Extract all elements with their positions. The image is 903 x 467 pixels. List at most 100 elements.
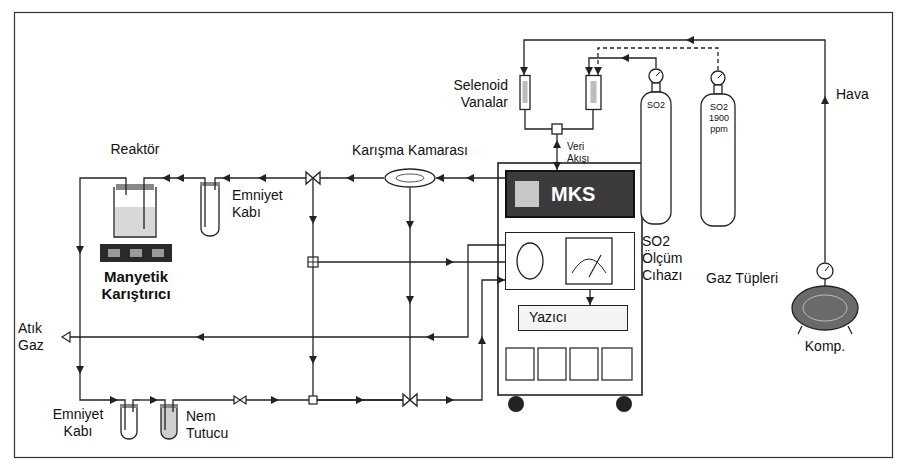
safety-trap: Emniyet Kabı (118, 392, 140, 440)
magnetic-stirrer-drawing (100, 244, 172, 262)
moisture-trap: Nem Tutucu (158, 392, 180, 440)
panel-text: SO2 (640, 100, 672, 111)
flow-arrow (346, 174, 354, 182)
part-label: Komp. (790, 338, 860, 355)
panel-text: Yazıcı (529, 306, 619, 329)
part-label: Atık Gaz (18, 320, 60, 354)
flow-arrow (821, 96, 829, 104)
pipe-connector (556, 140, 557, 170)
apparatus-part (803, 295, 847, 321)
valve-symbol (234, 396, 246, 404)
apparatus-part (158, 400, 165, 430)
apparatus-part (108, 178, 126, 195)
label-holder: Gaz Tüpleri (706, 270, 796, 287)
pipe-connector (180, 280, 505, 400)
panel-text: MKS (551, 172, 627, 216)
reactor: Reaktör (108, 165, 162, 240)
valve-symbol (306, 172, 320, 184)
part-label: Reaktör (98, 141, 172, 158)
apparatus-part (711, 71, 725, 85)
flow-arrow (478, 336, 486, 344)
bypass-pipe (312, 178, 313, 400)
sample-pipe (313, 261, 505, 262)
apparatus-part (817, 263, 833, 279)
apparatus-part (515, 181, 539, 207)
pipe-connector (589, 290, 590, 305)
apparatus-part (144, 178, 162, 229)
gas-cylinder-drawing (640, 68, 672, 225)
flow-arrow (258, 174, 266, 182)
cabinet-wheel (616, 396, 632, 412)
apparatus-part (718, 74, 722, 78)
apparatus-part (120, 404, 138, 408)
part-label: Gaz Tüpleri (706, 270, 796, 287)
apparatus-part (714, 85, 722, 94)
magnetic-stirrer: Manyetik Karıştırıcı (100, 244, 172, 262)
part-label: SO2 Ölçüm Cıhazı (642, 233, 698, 284)
flow-arrow (621, 54, 629, 62)
apparatus-part (201, 184, 219, 236)
label-holder: Veri Akışı (567, 141, 603, 165)
solenoid-valves: Selenoid Vanalar (512, 75, 606, 140)
apparatus-part (215, 178, 222, 190)
exhaust-outlet (62, 332, 70, 342)
apparatus-part (200, 182, 220, 186)
apparatus-part (152, 249, 164, 257)
cabinet-drawer (602, 348, 632, 380)
flow-arrow (686, 36, 694, 44)
pipe-connector (524, 40, 825, 262)
label-holder: Atık Gaz (18, 320, 60, 354)
apparatus-part (396, 174, 424, 182)
apparatus-part (589, 255, 601, 277)
flow-arrow (426, 333, 434, 341)
gas-cylinder: SO21900 ppm (700, 70, 738, 235)
apparatus-part (114, 187, 156, 237)
apparatus-part (116, 184, 154, 190)
panel-text: 1900 ppm (700, 113, 738, 135)
printer: Yazıcı (518, 305, 628, 331)
safety-trap: Emniyet Kabı (198, 165, 222, 237)
apparatus-part (798, 326, 852, 334)
solenoid-valves-drawing (512, 75, 606, 140)
apparatus-part (121, 406, 137, 439)
apparatus-part (641, 92, 671, 224)
part-label: Hava (836, 86, 886, 103)
pipe-connector (222, 177, 384, 178)
apparatus-part (586, 76, 601, 110)
apparatus-part (792, 286, 858, 330)
so2-analyzer-drawing (506, 233, 634, 289)
pipe-connector (589, 58, 656, 75)
flow-arrow (466, 174, 474, 182)
flow-arrow (406, 221, 414, 229)
mixing-chamber-drawing (384, 168, 436, 188)
tee-fitting (309, 396, 317, 404)
part-label: Emniyet Kabı (46, 406, 110, 440)
flow-arrow (406, 296, 414, 304)
label-holder: Hava (836, 86, 886, 103)
apparatus-part (572, 259, 606, 273)
flow-arrow (309, 356, 317, 364)
instrument-cabinet (498, 163, 642, 395)
cabinet-drawer (570, 348, 598, 380)
connector-label: Veri Akışı (567, 141, 603, 165)
mass-flow-controller: MKS (505, 170, 635, 218)
pipe-connector (140, 399, 158, 400)
apparatus-part (108, 249, 120, 257)
safety-trap-drawing (198, 165, 222, 237)
part-label: Manyetik Karıştırıcı (86, 268, 186, 302)
apparatus-part (160, 404, 178, 408)
part-label: Selenoid Vanalar (438, 77, 508, 111)
part-label: Karışma Kamarası (340, 142, 480, 159)
apparatus-part (552, 124, 562, 134)
apparatus-part (173, 400, 180, 412)
mixing-chamber: Karışma Kamarası (384, 168, 436, 188)
safety-trap-drawing (118, 392, 140, 440)
apparatus-part (825, 266, 829, 271)
flow-arrow (176, 174, 184, 182)
apparatus-part (523, 81, 528, 103)
connector-group (80, 40, 825, 400)
cabinet-wheel (508, 396, 524, 412)
flow-arrow (76, 366, 84, 374)
